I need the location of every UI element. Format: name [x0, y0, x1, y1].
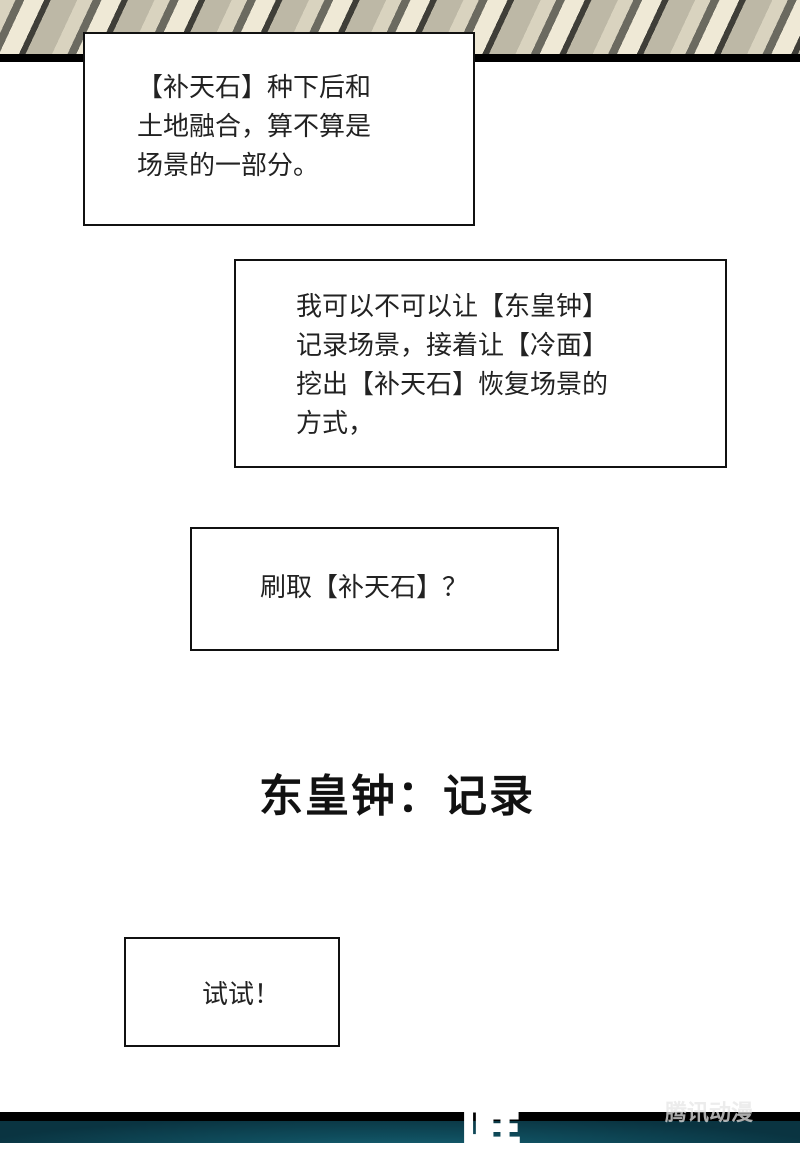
- sound-effect: 哐: [461, 1095, 524, 1168]
- bubble-text: 【补天石】种下后和: [137, 73, 372, 103]
- speech-bubble-1: 【补天石】种下后和 土地融合，算不算是 场景的一部分。: [83, 32, 475, 226]
- bottom-panel-artwork: [0, 1112, 800, 1143]
- speech-bubble-2: 我可以不可以让【东皇钟】 记录场景，接着让【冷面】 挖出【补天石】恢复场景的 方…: [234, 259, 727, 468]
- speech-bubble-4: 试试！: [124, 937, 340, 1047]
- bubble-text: 方式，: [296, 409, 375, 439]
- bubble-text: 记录场景，接着让【冷面】: [296, 331, 609, 361]
- bubble-text: 试试！: [202, 980, 281, 1010]
- bubble-text: 挖出【补天石】恢复场景的: [296, 370, 609, 400]
- system-caption: 东皇钟：记录: [259, 771, 535, 822]
- bubble-text: 我可以不可以让【东皇钟】: [296, 292, 609, 322]
- watermark-logo: 腾讯动漫: [665, 1101, 754, 1126]
- bubble-text: 刷取【补天石】？: [260, 573, 469, 603]
- speech-bubble-3: 刷取【补天石】？: [190, 527, 559, 651]
- bubble-text: 土地融合，算不算是: [137, 112, 372, 142]
- bubble-text: 场景的一部分。: [137, 151, 320, 181]
